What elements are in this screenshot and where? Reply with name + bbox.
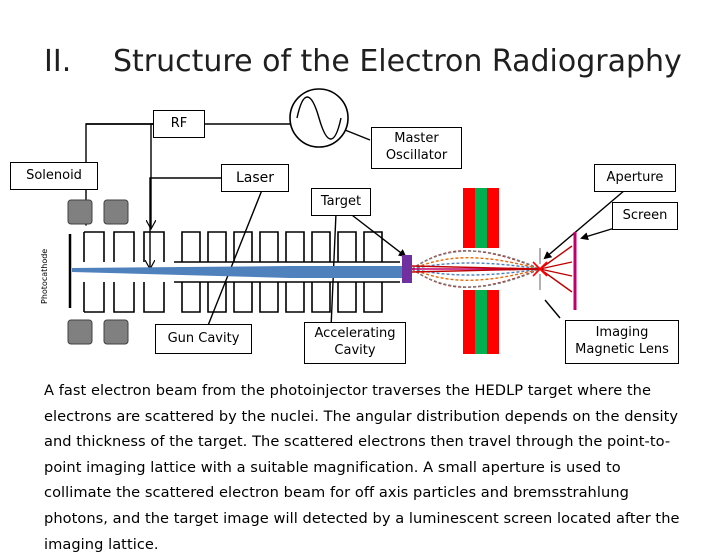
aperture-label: Aperture <box>594 164 676 192</box>
screen-label: Screen <box>612 202 678 230</box>
accelerating-cavity-label: Accelerating Cavity <box>304 322 406 364</box>
target-label: Target <box>311 188 371 216</box>
page-title: Structure of the Electron Radiography <box>113 44 682 79</box>
master-oscillator-label: Master Oscillator <box>371 127 462 169</box>
radiography-diagram <box>67 88 626 354</box>
scattered-trajectories <box>411 245 573 293</box>
gun-cavity <box>83 231 165 313</box>
target <box>402 255 412 283</box>
photocathode-label: Photocathode <box>40 248 49 304</box>
imaging-magnetic-lens-label: Imaging Magnetic Lens <box>565 320 679 364</box>
imaging-lens <box>463 188 499 354</box>
accelerating-cavity <box>174 231 400 313</box>
solenoid-label: Solenoid <box>10 162 98 190</box>
solenoid-blocks <box>67 199 129 345</box>
description-paragraph: A fast electron beam from the photoinjec… <box>44 382 680 553</box>
rf-label: RF <box>153 110 205 138</box>
laser-label: Laser <box>221 164 289 192</box>
gun-cavity-label: Gun Cavity <box>155 324 252 354</box>
electron-beam <box>72 266 402 278</box>
oscillator-icon <box>289 88 349 148</box>
section-number: II. <box>44 44 72 79</box>
